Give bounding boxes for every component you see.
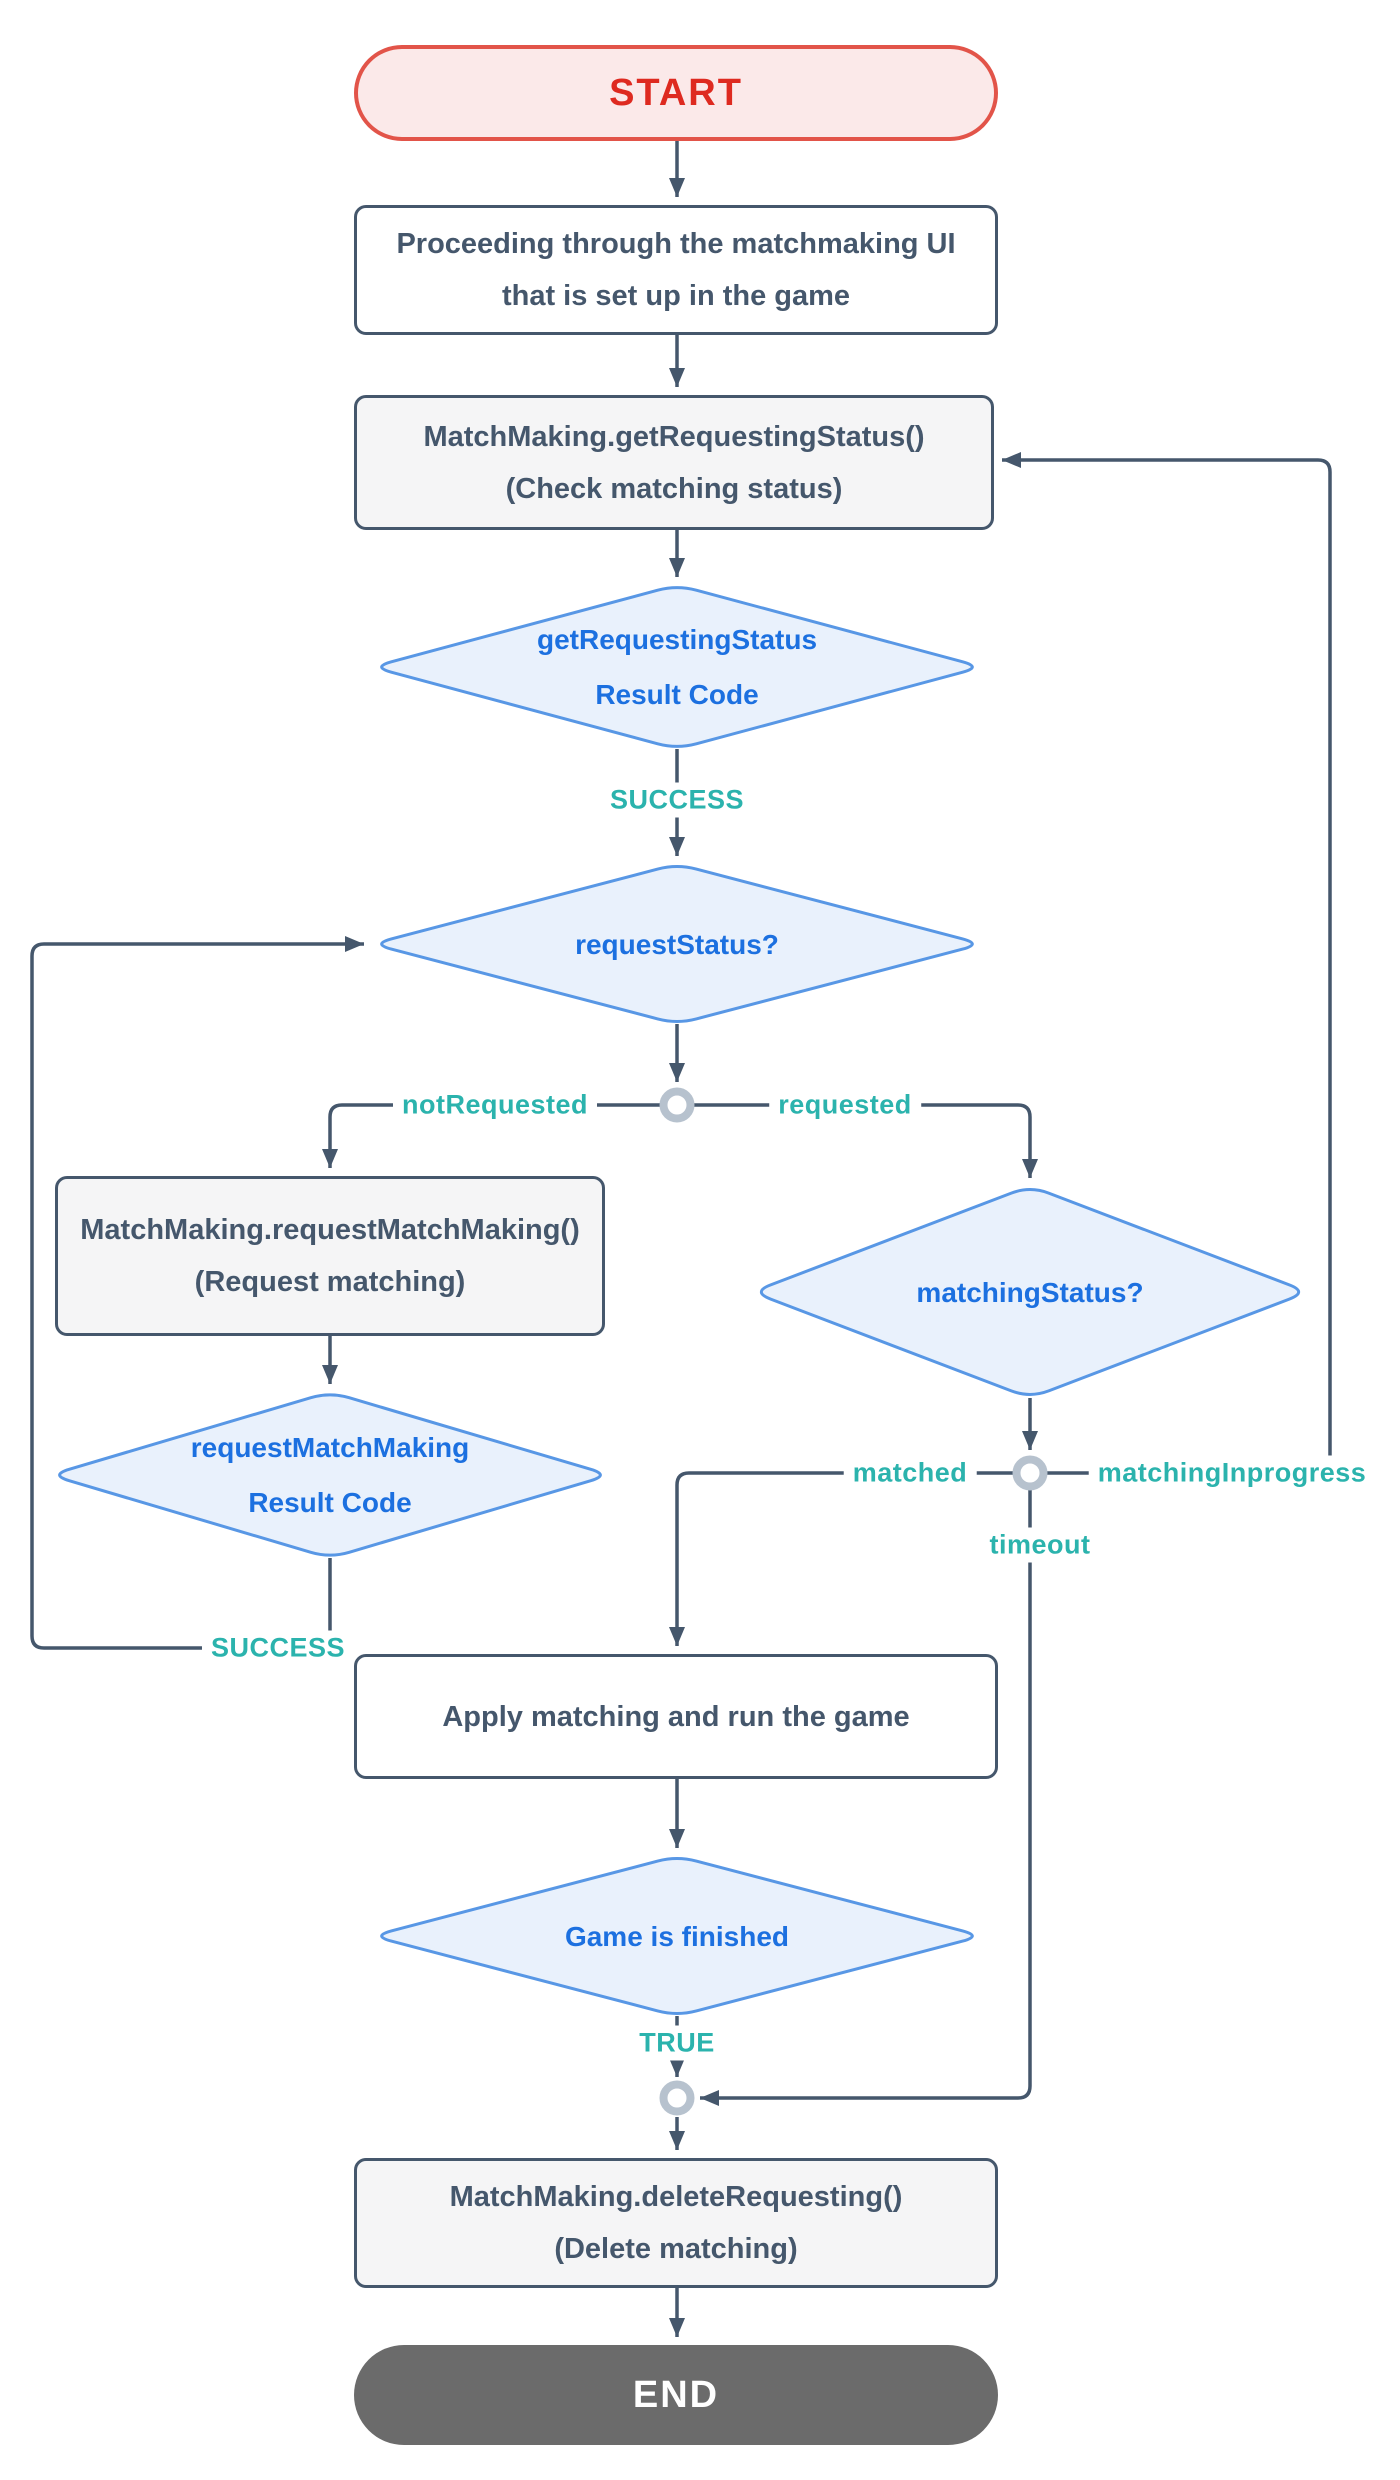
node-start-terminal: START [354,45,998,141]
decision-requestmm-result [58,1393,602,1557]
edge-label-true: TRUE [630,2025,724,2061]
edge-label-success-1: SUCCESS [600,782,754,818]
edge-label-matched: matched [843,1455,977,1491]
edge-branch-notrequested [322,1103,660,1168]
delete-req-line2: (Delete matching) [554,2233,798,2265]
node-request-matchmaking: MatchMaking.requestMatchMaking() (Reques… [55,1176,605,1336]
proceed-line1: Proceeding through the matchmaking UI [396,228,956,260]
edge-label-timeout: timeout [980,1527,1100,1563]
decision-matchingstatus [759,1188,1301,1396]
edge-branch-timeout [700,1490,1032,2106]
edge-branch-requested [694,1103,1038,1178]
decision-gamefinished [380,1857,974,2015]
connector-branch-matchingstatus [1012,1455,1048,1491]
edge-label-success-2: SUCCESS [201,1630,355,1666]
decision-getstatus-result [380,586,974,748]
connector-merge-before-delete [659,2080,695,2116]
decision-requeststatus [380,865,974,1023]
start-label: START [609,71,743,114]
node-get-requesting-status: MatchMaking.getRequestingStatus() (Check… [354,395,994,530]
get-status-line2: (Check matching status) [505,472,843,505]
get-status-line1: MatchMaking.getRequestingStatus() [423,420,925,453]
edge-label-requested: requested [769,1087,921,1123]
edge-label-matchinginprogress: matchingInprogress [1088,1455,1376,1491]
node-delete-requesting: MatchMaking.deleteRequesting() (Delete m… [354,2158,998,2288]
end-label: END [632,2373,720,2416]
proceed-line2: that is set up in the game [501,280,851,312]
edge-label-notrequested: notRequested [392,1087,598,1123]
apply-label: Apply matching and run the game [442,1700,910,1733]
connector-branch-requeststatus [659,1087,695,1123]
request-mm-line1: MatchMaking.requestMatchMaking() [80,1214,580,1246]
request-mm-line2: (Request matching) [194,1266,466,1298]
delete-req-line1: MatchMaking.deleteRequesting() [449,2181,903,2213]
node-apply-matching: Apply matching and run the game [354,1654,998,1779]
node-proceed-ui: Proceeding through the matchmaking UI th… [354,205,998,335]
edge-branch-matched [669,1471,1013,1646]
node-end-terminal: END [354,2345,998,2445]
